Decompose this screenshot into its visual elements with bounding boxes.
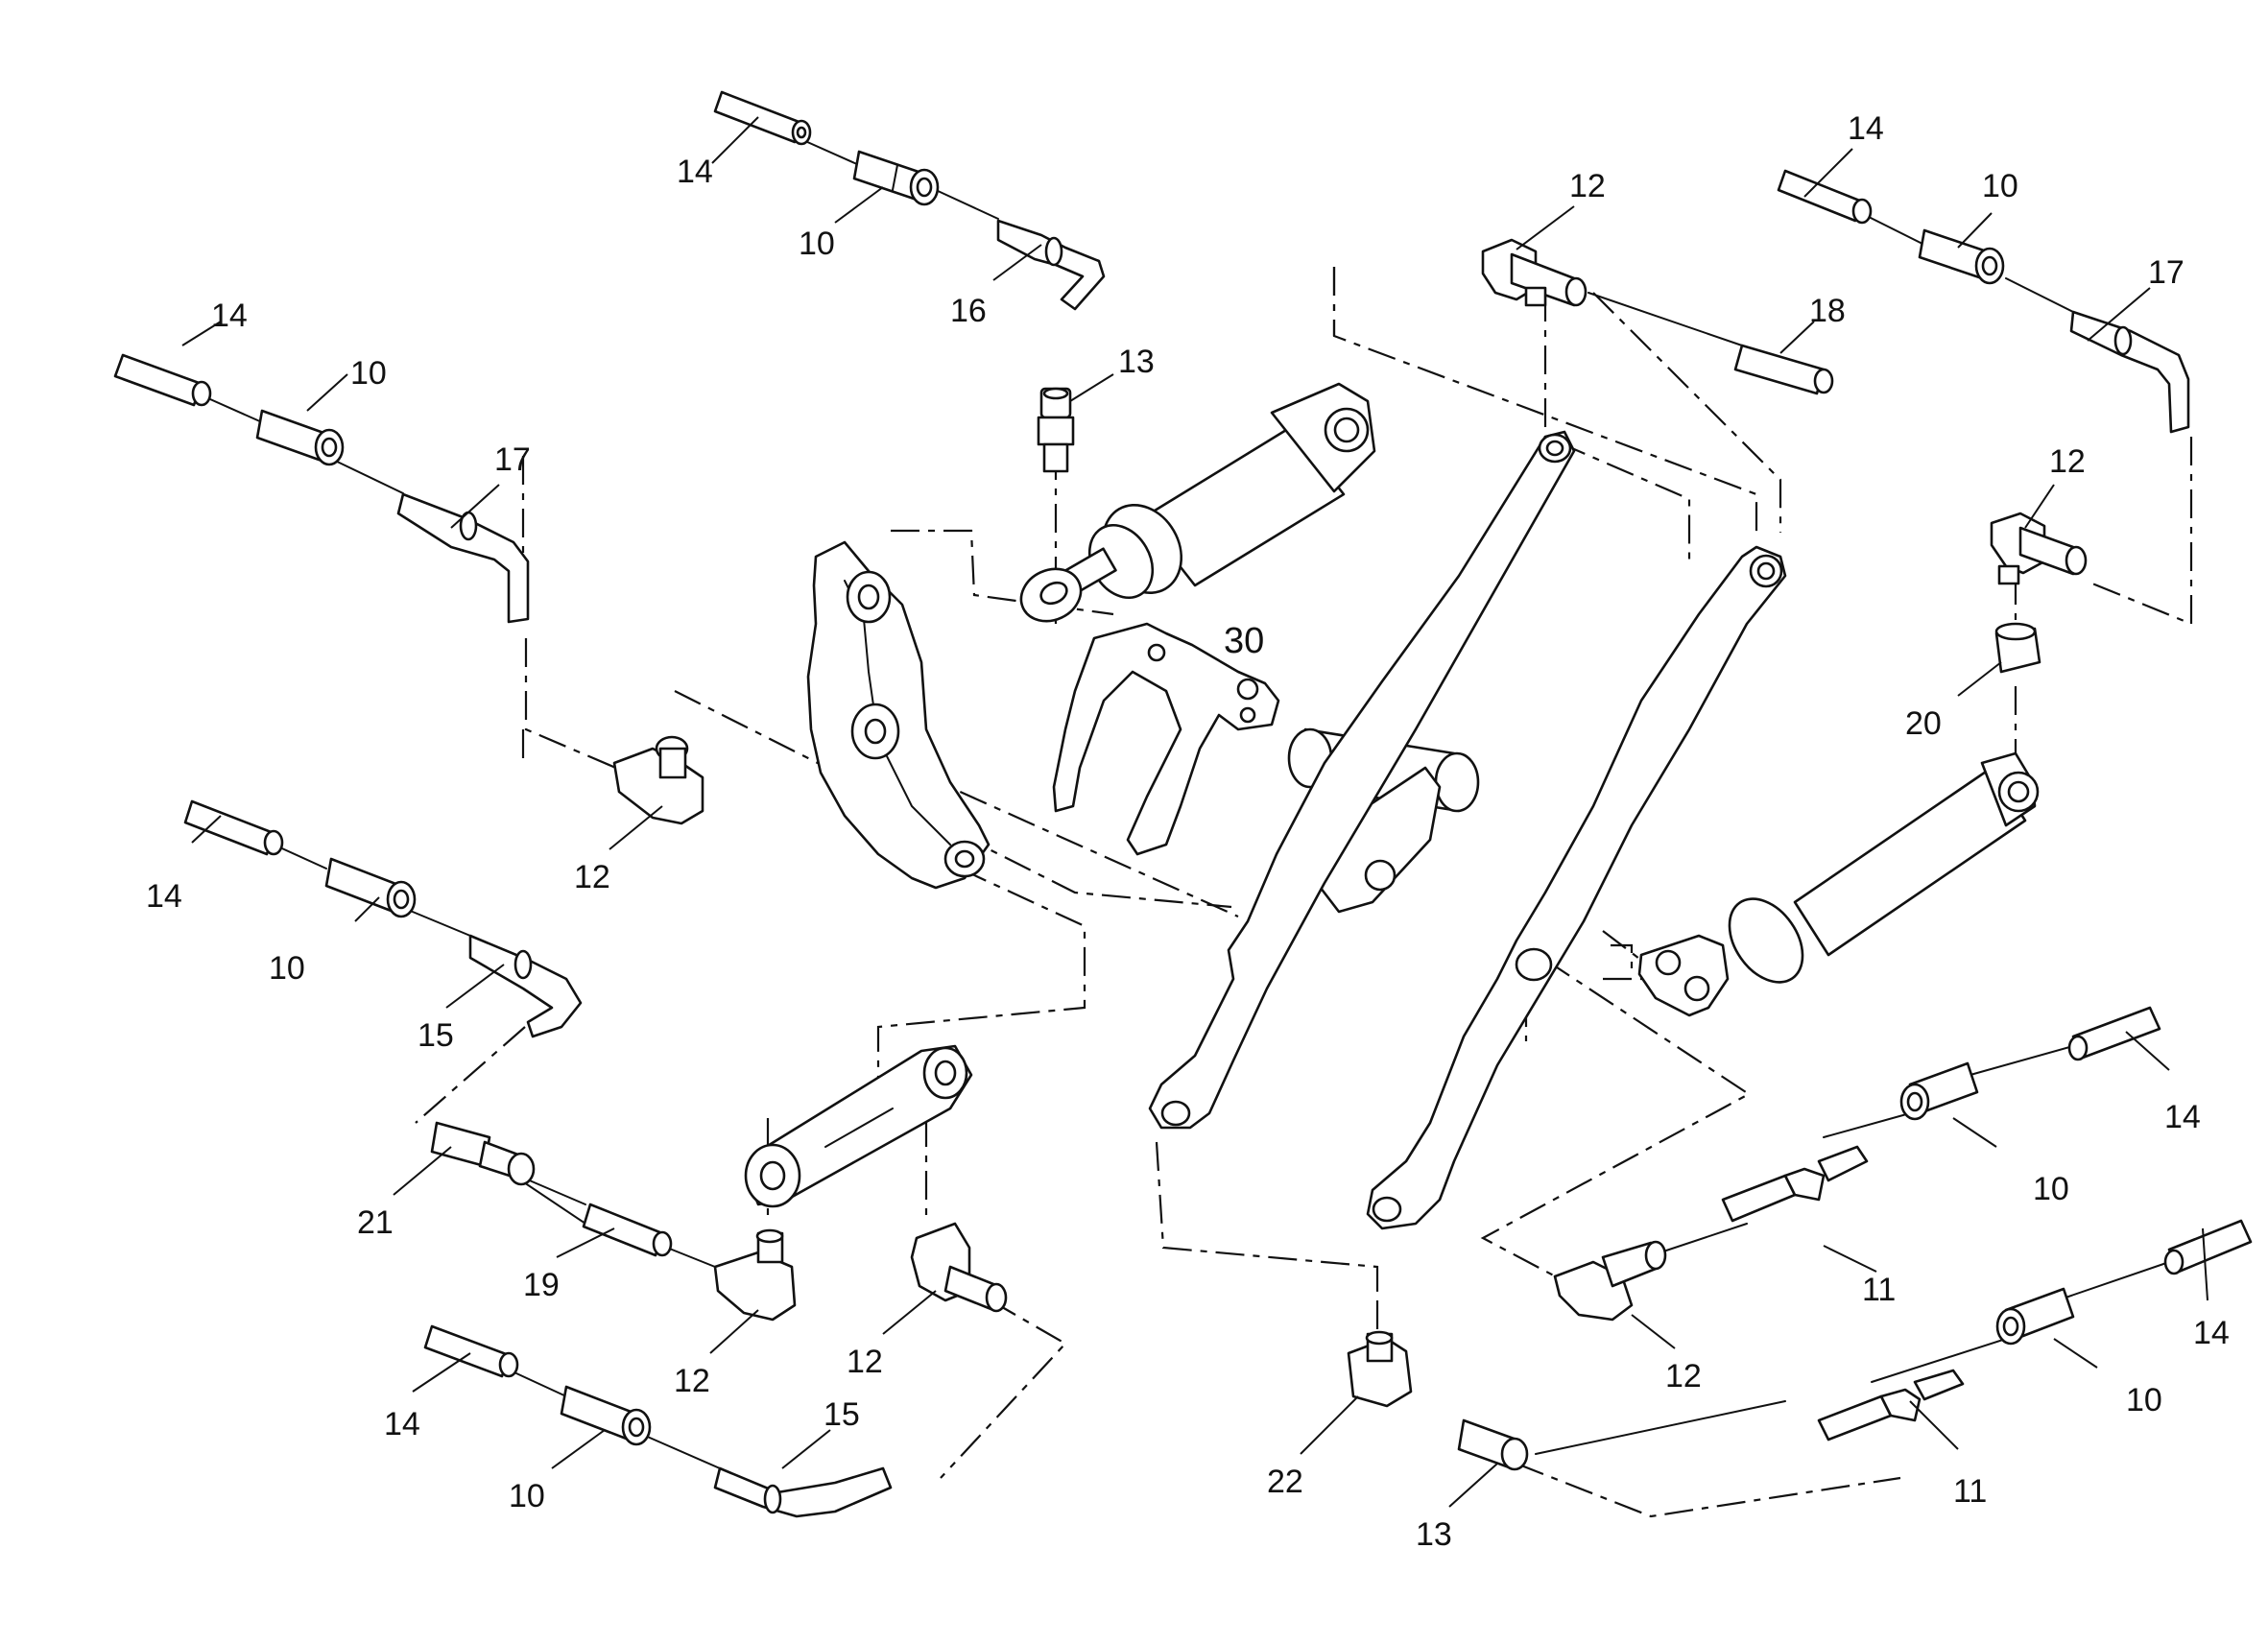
callout-30: 30 xyxy=(1224,621,1264,661)
callout-21: 21 xyxy=(357,1204,394,1241)
callout-10: 10 xyxy=(269,950,305,987)
callout-17: 17 xyxy=(494,441,531,478)
elbow-fitting-12-left xyxy=(612,735,704,825)
elbow-fitting-12-right xyxy=(1990,512,2088,585)
nut-fitting-upper-left xyxy=(255,409,345,466)
callout-22: 22 xyxy=(1267,1464,1303,1500)
nut-fitting-20 xyxy=(1994,622,2041,674)
hydraulic-cylinder-top xyxy=(1019,382,1376,623)
hose-tube-upper-left xyxy=(113,353,212,407)
callout-12: 12 xyxy=(674,1363,710,1399)
elbow-fitting-12-bottom-center xyxy=(910,1222,1008,1313)
callout-14: 14 xyxy=(677,154,713,190)
callout-12: 12 xyxy=(1569,168,1606,204)
callout-20: 20 xyxy=(1905,705,1942,742)
hose-tube-lower-left xyxy=(423,1324,519,1378)
callout-12: 12 xyxy=(574,859,610,895)
callout-10: 10 xyxy=(2126,1382,2162,1418)
adapter-fitting-11-upper xyxy=(1721,1145,1869,1223)
elbow-fitting-15-lower xyxy=(713,1466,893,1518)
adapter-fitting-11-lower xyxy=(1817,1369,1965,1441)
callout-14: 14 xyxy=(1848,110,1884,147)
callout-13: 13 xyxy=(1416,1516,1452,1553)
hose-tube-top-right xyxy=(1777,169,1873,225)
callout-11: 11 xyxy=(1953,1473,1987,1510)
nut-fitting-top-right xyxy=(1918,228,2005,285)
callout-15: 15 xyxy=(824,1396,860,1433)
hose-tube-18 xyxy=(1733,344,1834,395)
callout-12: 12 xyxy=(2049,443,2086,480)
hose-tube-19 xyxy=(582,1203,673,1257)
callout-numbers: 14 10 16 14 10 17 13 12 18 14 10 17 12 2… xyxy=(146,110,2230,1553)
union-fitting-13-bottom xyxy=(1457,1418,1529,1471)
hose-tube-right-lower xyxy=(2163,1219,2253,1275)
callout-10: 10 xyxy=(799,226,835,262)
callout-14: 14 xyxy=(384,1406,420,1442)
nut-fitting-lower-left xyxy=(560,1385,652,1446)
callout-14: 14 xyxy=(2164,1099,2201,1135)
nut-fitting-right-lower xyxy=(1995,1287,2075,1346)
elbow-fitting-15-upper xyxy=(468,934,583,1038)
tee-fitting-22 xyxy=(1347,1330,1413,1408)
link-rod xyxy=(744,1044,973,1208)
union-fitting-21 xyxy=(430,1121,536,1186)
leader-lines xyxy=(181,116,2208,1508)
callout-10: 10 xyxy=(509,1478,545,1514)
callout-14: 14 xyxy=(146,878,182,915)
hose-tube-top-center xyxy=(713,90,812,146)
arm-left-center xyxy=(806,540,991,890)
bracket-30 xyxy=(1052,622,1280,856)
callout-19: 19 xyxy=(523,1267,560,1303)
callout-18: 18 xyxy=(1809,293,1846,329)
callout-10: 10 xyxy=(350,355,387,392)
callout-11: 11 xyxy=(1862,1272,1896,1308)
lift-frame-center xyxy=(1148,430,1787,1230)
elbow-fitting-12-bottom-right xyxy=(1553,1240,1667,1322)
elbow-fitting-12-top xyxy=(1481,238,1588,307)
union-fitting-13-top xyxy=(1037,387,1075,473)
nut-fitting-middle-left xyxy=(324,857,417,918)
elbow-fitting-16 xyxy=(996,219,1106,311)
callout-14: 14 xyxy=(211,298,248,334)
callout-10: 10 xyxy=(1982,168,2018,204)
callout-15: 15 xyxy=(418,1017,454,1054)
elbow-fitting-17-left xyxy=(396,492,530,624)
nut-fitting-top-center xyxy=(852,150,940,206)
callout-17: 17 xyxy=(2148,254,2184,291)
callout-16: 16 xyxy=(950,293,987,329)
hydraulic-cylinder-right xyxy=(1637,751,2040,1017)
elbow-fitting-12-bottom-left xyxy=(713,1228,797,1322)
pipe-lines xyxy=(201,136,2170,1469)
nut-fitting-right-upper xyxy=(1899,1061,1979,1121)
callout-12: 12 xyxy=(847,1344,883,1380)
callout-10: 10 xyxy=(2033,1171,2069,1207)
callout-12: 12 xyxy=(1665,1358,1702,1394)
callout-13: 13 xyxy=(1118,344,1155,380)
hose-tube-middle-left xyxy=(183,799,284,856)
callout-14: 14 xyxy=(2193,1315,2230,1351)
hose-tube-right-upper xyxy=(2067,1006,2161,1061)
elbow-fitting-17-right xyxy=(2069,310,2190,434)
